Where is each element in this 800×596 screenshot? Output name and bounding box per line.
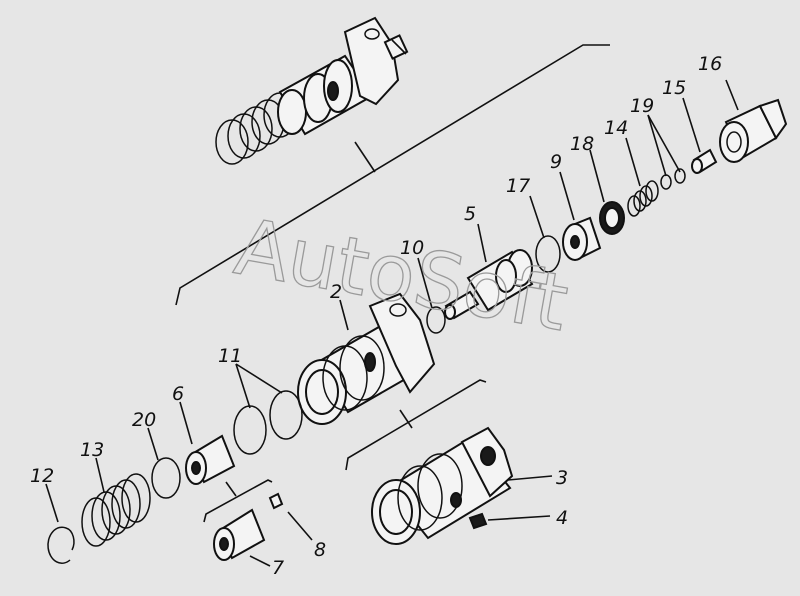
label-13: 13: [80, 439, 104, 461]
part-12-circlip: [47, 526, 75, 564]
label-20: 20: [132, 409, 156, 431]
valve-bracket: [203, 479, 273, 523]
assembly-bracket: [175, 44, 610, 306]
part-20-ring: [151, 457, 181, 499]
label-18: 18: [570, 133, 594, 155]
housing-bracket: [345, 379, 487, 471]
label-16: 16: [698, 53, 722, 75]
label-10: 10: [400, 237, 424, 259]
part-18-ring: [599, 201, 625, 235]
part-6-valve-body: [185, 434, 236, 485]
part-7-valve-insert: [213, 508, 266, 561]
part-13-spring: [81, 473, 151, 547]
label-4: 4: [556, 507, 568, 529]
label-12: 12: [30, 465, 54, 487]
part-2-housing: [297, 292, 436, 425]
part-5-plunger: [444, 249, 534, 320]
part-14-spring: [627, 180, 659, 217]
label-14: 14: [604, 117, 628, 139]
label-15: 15: [662, 77, 686, 99]
label-6: 6: [172, 383, 184, 405]
leader-lines: [45, 79, 739, 567]
part-15-screw: [691, 148, 718, 174]
label-7: 7: [272, 557, 284, 579]
part-4-pin: [468, 512, 488, 530]
label-5: 5: [464, 203, 476, 225]
label-3: 3: [556, 467, 568, 489]
part-labels: 16 15 19 14 18 9 17 5 10 2 11 6 20 13 12…: [30, 53, 722, 579]
part-10-small-ring: [426, 306, 446, 334]
label-8: 8: [314, 539, 326, 561]
label-17: 17: [506, 175, 530, 197]
part-9-cap: [562, 216, 602, 261]
assembled-unit-drawing: [215, 16, 409, 165]
part-8-pin: [268, 492, 284, 510]
label-11: 11: [218, 345, 242, 367]
part-16-end-fitting: [719, 98, 788, 163]
label-9: 9: [550, 151, 562, 173]
part-17-o-ring: [535, 235, 561, 273]
part-3-sleeve: [371, 426, 514, 545]
label-19: 19: [630, 95, 654, 117]
label-2: 2: [330, 281, 342, 303]
